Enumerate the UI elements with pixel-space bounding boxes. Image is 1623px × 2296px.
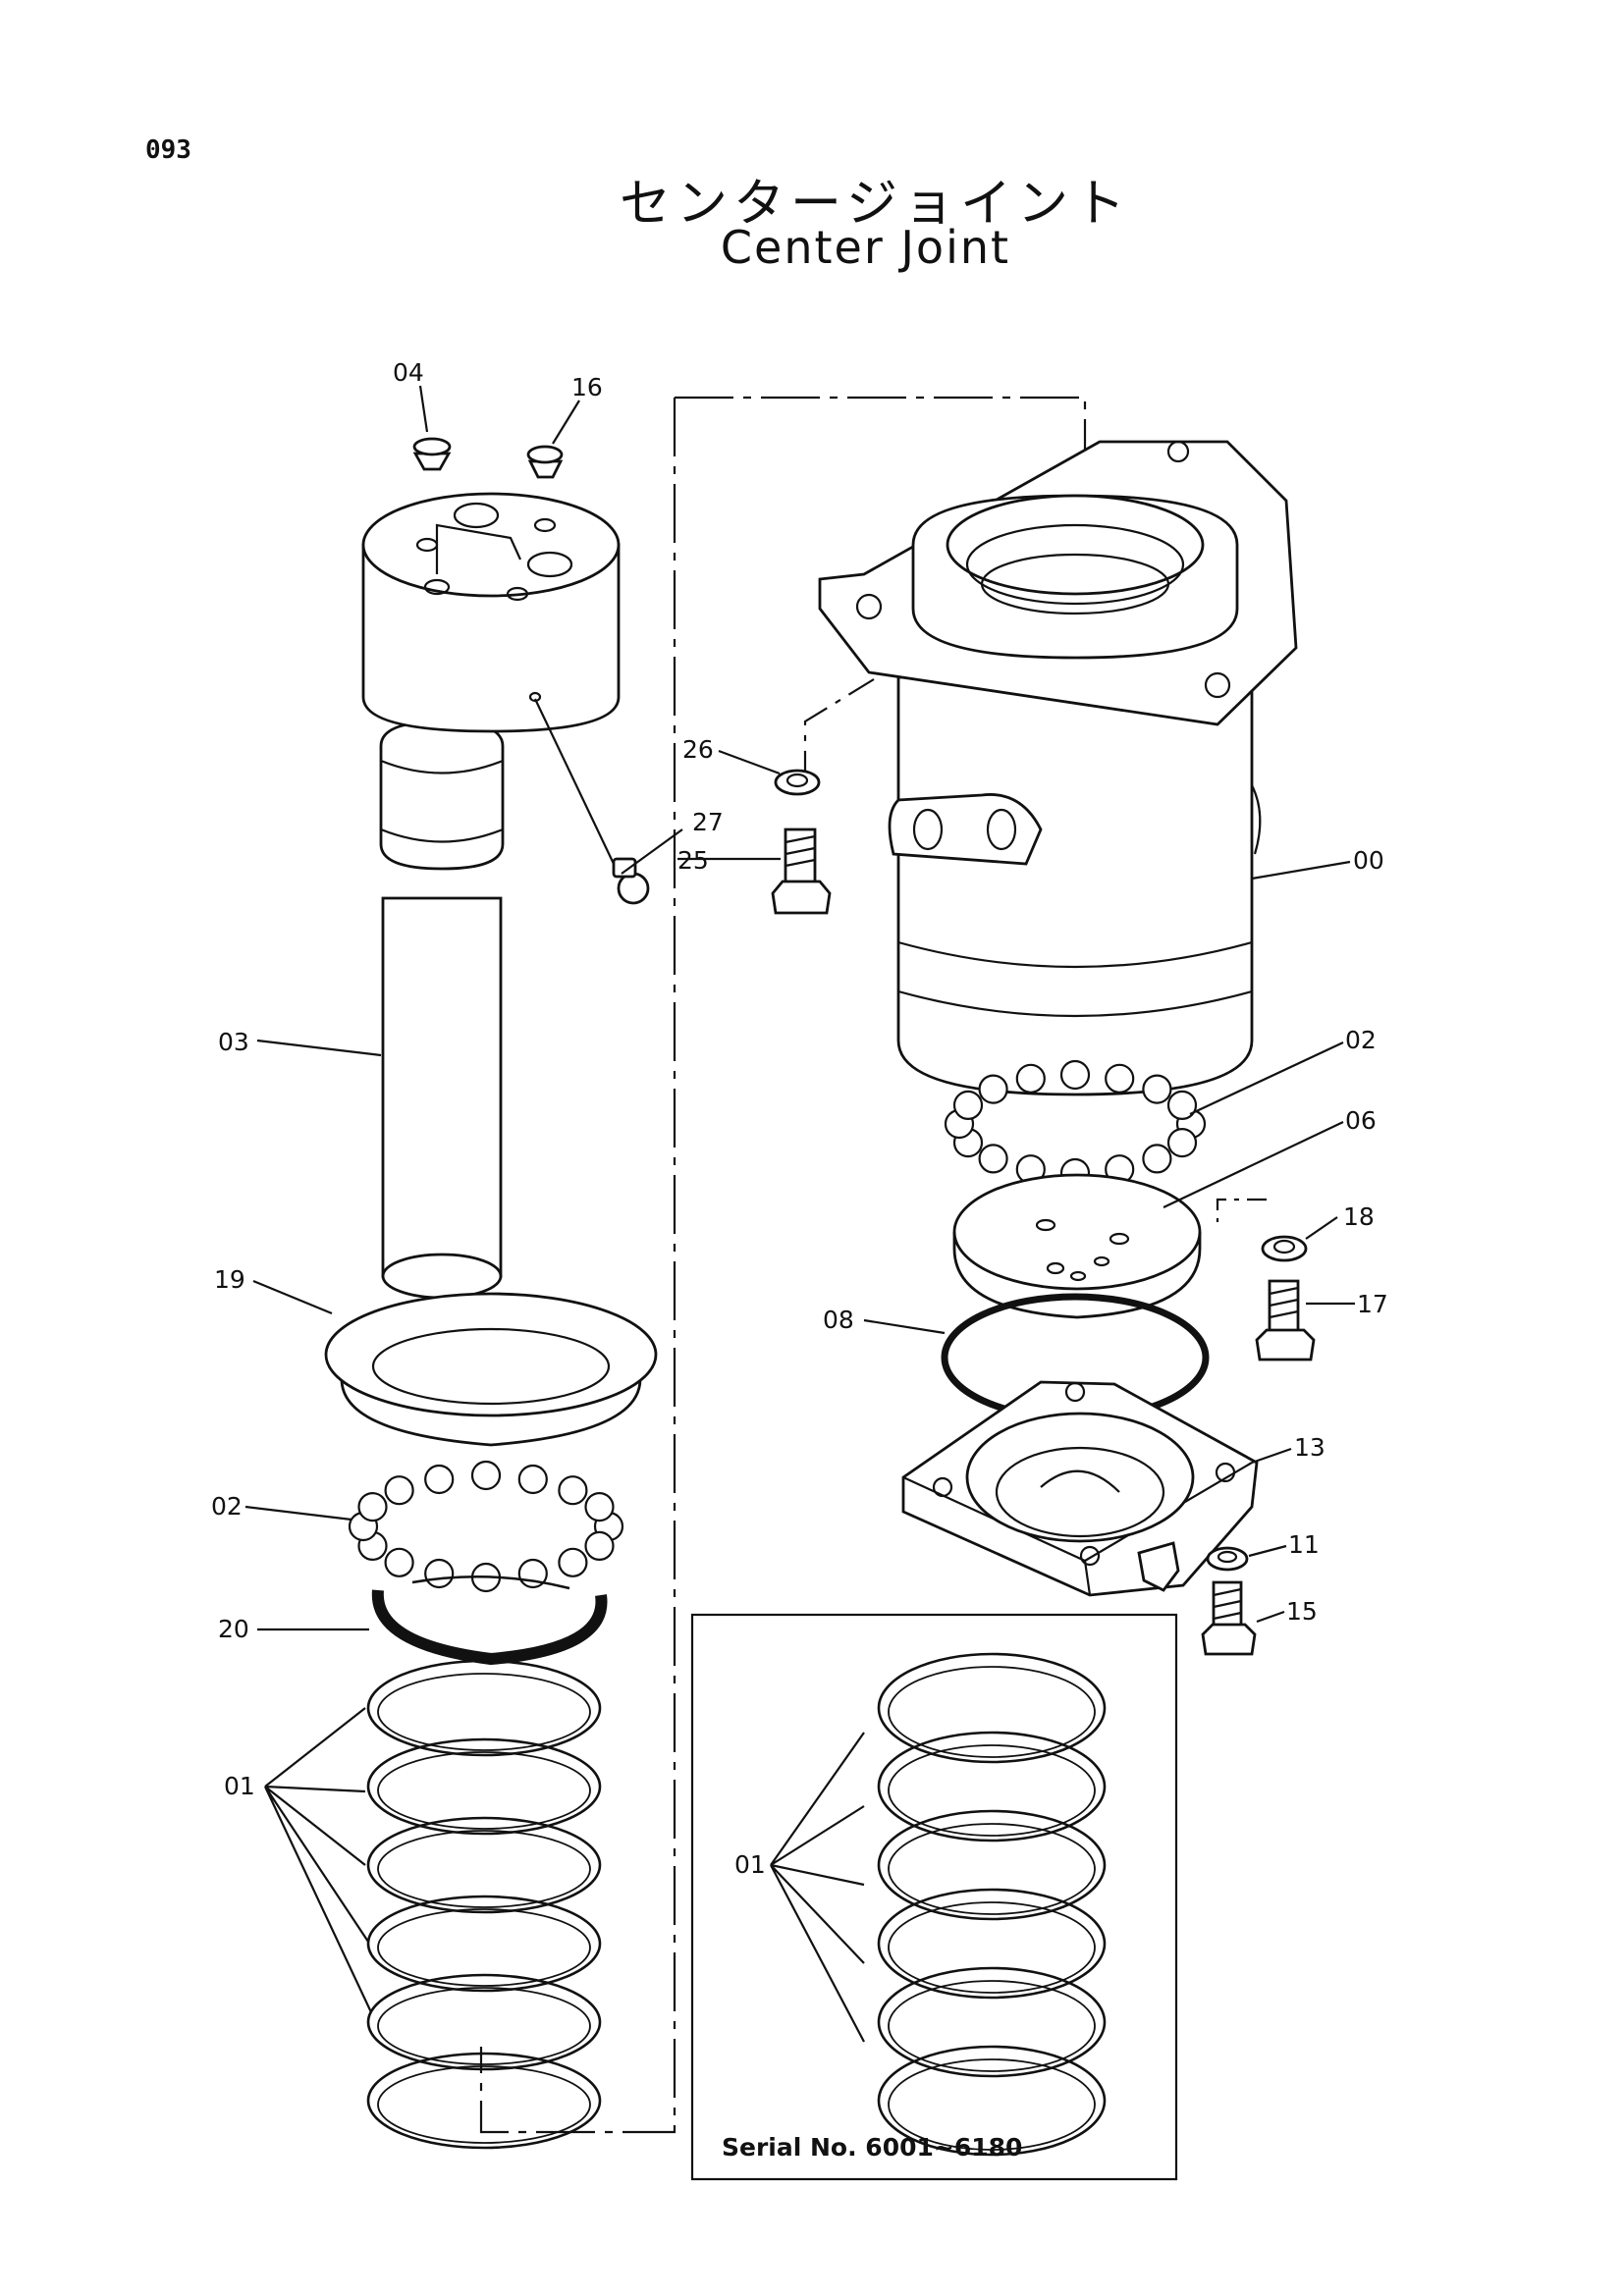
title-english: Center Joint bbox=[720, 221, 1011, 274]
label-15: 15 bbox=[1286, 1597, 1318, 1626]
seal-ring-inner bbox=[888, 1980, 1096, 2072]
label-16: 16 bbox=[571, 373, 603, 401]
plug-part-04 bbox=[412, 437, 452, 471]
seal-ring-inner bbox=[888, 1666, 1096, 1758]
seal-ring bbox=[877, 2045, 1107, 2157]
seal-ring-inner bbox=[377, 1830, 591, 1908]
part-labels: 04 16 26 27 25 00 03 02 06 18 17 19 08 1… bbox=[211, 358, 1388, 1879]
spindle-part-03 bbox=[361, 492, 621, 1300]
ball bbox=[517, 1464, 548, 1495]
label-04: 04 bbox=[393, 358, 424, 387]
cover-part-13 bbox=[901, 1380, 1259, 1597]
label-03: 03 bbox=[218, 1028, 249, 1056]
ball bbox=[558, 1547, 588, 1577]
label-00: 00 bbox=[1353, 846, 1384, 875]
ball bbox=[1015, 1063, 1046, 1094]
label-18: 18 bbox=[1343, 1202, 1375, 1231]
seal-rings-part-01-inset bbox=[877, 1652, 1107, 2157]
page-number: 093 bbox=[145, 135, 191, 165]
ball bbox=[978, 1144, 1008, 1174]
body-part-00 bbox=[818, 440, 1298, 1096]
grease-fitting-part-27 bbox=[612, 857, 650, 905]
ball bbox=[424, 1558, 455, 1589]
seal-ring-inner bbox=[888, 2058, 1096, 2151]
ball-ring-part-02-left bbox=[348, 1460, 624, 1593]
ball bbox=[558, 1475, 588, 1506]
label-08: 08 bbox=[823, 1306, 854, 1334]
washer-part-26 bbox=[774, 769, 821, 796]
ball bbox=[1142, 1144, 1172, 1174]
seal-ring-inner bbox=[888, 1823, 1096, 1915]
title-japanese: センタージョイント bbox=[620, 175, 1131, 234]
ball bbox=[1059, 1059, 1091, 1091]
seal-ring-inner bbox=[377, 2065, 591, 2144]
label-11: 11 bbox=[1288, 1530, 1320, 1559]
label-02-right: 02 bbox=[1345, 1026, 1377, 1054]
seal-ring-inner bbox=[377, 1987, 591, 2065]
bolt-part-25 bbox=[771, 828, 832, 915]
seal-rings-part-01-left bbox=[366, 1659, 602, 2150]
bolt-part-15 bbox=[1201, 1580, 1257, 1656]
serial-number-note: Serial No. 6001~6180 bbox=[722, 2133, 1022, 2162]
ball bbox=[584, 1491, 615, 1522]
seal-ring bbox=[877, 1888, 1107, 2000]
ball bbox=[470, 1460, 502, 1491]
label-01-left: 01 bbox=[224, 1772, 255, 1800]
ball bbox=[978, 1074, 1008, 1104]
ball bbox=[357, 1491, 388, 1522]
seal-ring bbox=[366, 1973, 602, 2071]
ball bbox=[1166, 1127, 1198, 1158]
seal-ring-inner bbox=[377, 1751, 591, 1830]
ball bbox=[1166, 1090, 1198, 1121]
label-01-inset: 01 bbox=[734, 1850, 766, 1879]
seal-ring-inner bbox=[377, 1673, 591, 1751]
ring-part-20 bbox=[371, 1575, 608, 1666]
label-13: 13 bbox=[1294, 1433, 1325, 1462]
ball bbox=[384, 1547, 414, 1577]
label-02-left: 02 bbox=[211, 1492, 243, 1521]
label-25: 25 bbox=[677, 846, 709, 875]
ball-ring-part-02-right bbox=[944, 1059, 1207, 1189]
ball bbox=[384, 1475, 414, 1506]
label-27: 27 bbox=[692, 808, 724, 836]
seal-ring bbox=[366, 1737, 602, 1836]
seal-ring bbox=[877, 1731, 1107, 1842]
washer-part-11 bbox=[1206, 1546, 1249, 1572]
bolt-part-17 bbox=[1255, 1279, 1316, 1362]
seal-ring bbox=[366, 1659, 602, 1757]
plug-part-16 bbox=[526, 445, 564, 479]
seal-ring-inner bbox=[377, 1908, 591, 1987]
leader-lines bbox=[244, 385, 1355, 2043]
seal-ring bbox=[877, 1809, 1107, 1921]
serial-inset-box: Serial No. 6001~6180 bbox=[690, 1613, 1178, 2181]
seal-ring bbox=[877, 1652, 1107, 1764]
washer-part-18 bbox=[1261, 1235, 1308, 1262]
ball bbox=[1142, 1074, 1172, 1104]
ball bbox=[584, 1530, 615, 1562]
label-06: 06 bbox=[1345, 1106, 1377, 1135]
label-26: 26 bbox=[682, 735, 714, 764]
seal-ring bbox=[366, 1816, 602, 1914]
seal-ring bbox=[877, 1966, 1107, 2078]
seal-ring-inner bbox=[888, 1901, 1096, 1994]
seal-ring-part-19 bbox=[324, 1292, 658, 1447]
seal-ring-inner bbox=[888, 1744, 1096, 1837]
label-20: 20 bbox=[218, 1615, 249, 1643]
ball bbox=[424, 1464, 455, 1495]
label-17: 17 bbox=[1357, 1290, 1388, 1318]
disc-part-06 bbox=[952, 1173, 1202, 1319]
seal-ring bbox=[366, 2052, 602, 2150]
ball bbox=[952, 1090, 984, 1121]
seal-ring bbox=[366, 1895, 602, 1993]
ball bbox=[1105, 1063, 1135, 1094]
label-19: 19 bbox=[214, 1265, 245, 1294]
